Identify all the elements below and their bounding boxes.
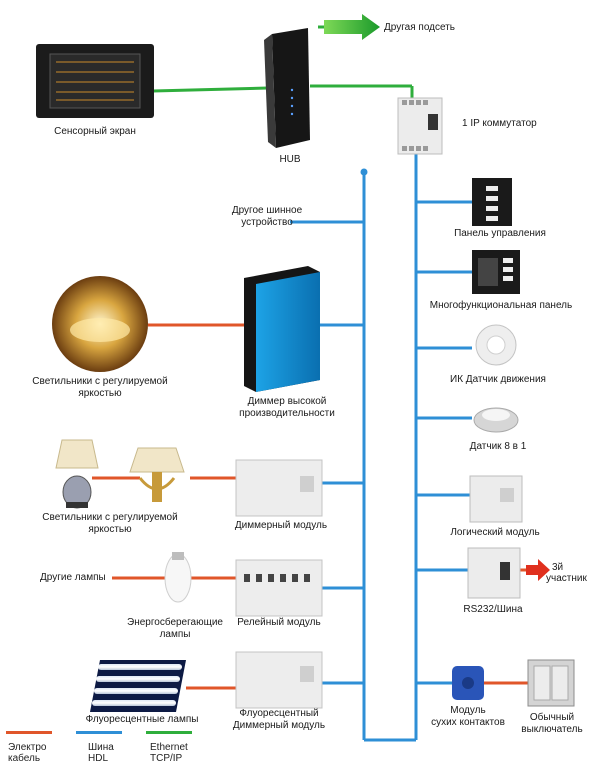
wall-sconce-lamp [129, 447, 185, 502]
legend-hdl-line1: Шина [88, 742, 114, 753]
table-lamp [55, 439, 99, 509]
rs232-device [467, 547, 521, 599]
legend-hdl-line2: HDL [88, 753, 109, 764]
multi-panel-device [472, 250, 520, 294]
label-dimmable-lamps-a-2: яркостью [78, 388, 122, 399]
label-fluor-dimmer-2: Диммерный модуль [232, 720, 326, 731]
bus-junction [360, 168, 368, 176]
label-logic-module: Логический модуль [450, 527, 540, 538]
label-ir-sensor: ИК Датчик движения [450, 374, 546, 385]
label-other-bus-device-1: Другое шинное [231, 205, 303, 216]
sensor-8in1-device [473, 407, 519, 433]
label-energy-lamps-2: лампы [159, 629, 191, 640]
label-hp-dimmer-2: производительности [239, 408, 335, 419]
legend-line-hdl [76, 731, 122, 734]
label-other-lamps: Другие лампы [40, 572, 106, 583]
label-multi-panel: Многофункциональная панель [429, 300, 573, 311]
label-ip-switch: 1 IP коммутатор [462, 118, 537, 129]
label-other-subnet: Другая подсеть [384, 22, 456, 33]
fluorescent-lamps [90, 660, 186, 712]
label-touch-screen: Сенсорный экран [54, 126, 136, 137]
label-dimmable-lamps-b-1: Светильники с регулируемой [42, 512, 178, 523]
label-dry-contact-2: сухих контактов [431, 717, 505, 728]
control-panel-device [472, 178, 512, 226]
arrow-third-party [526, 559, 550, 581]
label-hp-dimmer-1: Диммер высокой [247, 396, 327, 407]
label-dimmable-lamps-b-2: яркостью [88, 524, 132, 535]
legend-hdl: Шина HDL [88, 742, 114, 764]
ir-sensor-device [475, 324, 517, 366]
label-dimmable-lamps-a-1: Светильники с регулируемой [32, 376, 168, 387]
arrow-other-subnet [324, 14, 380, 40]
label-rs232: RS232/Шина [463, 604, 523, 615]
label-energy-lamps-1: Энергосберегающие [127, 617, 223, 628]
label-switch-1: Обычный [529, 712, 575, 723]
label-switch-2: выключатель [521, 724, 583, 735]
label-dry-contact-1: Модуль [450, 705, 486, 716]
ethernet-lines [152, 25, 414, 100]
legend-line-ethernet [146, 731, 192, 734]
label-sensor-8in1: Датчик 8 в 1 [469, 441, 527, 452]
dimmer-module-device [235, 459, 323, 517]
legend-electric-line2: кабель [8, 753, 41, 764]
fluor-dimmer-module-device [235, 651, 323, 709]
label-third-party-1: 3й [552, 562, 564, 573]
label-fluor-lamps: Флуоресцентные лампы [85, 714, 199, 725]
legend-ethernet-line1: Ethernet [150, 742, 188, 753]
legend-electric: Электро кабель [8, 742, 46, 764]
ip-switch-device [397, 97, 443, 155]
touch-screen-device [36, 44, 154, 118]
hdl-bus-lines [290, 152, 472, 742]
label-dimmer-module: Диммерный модуль [234, 520, 328, 531]
label-other-bus-device-2: устройство [241, 217, 293, 228]
wall-switch-device [527, 659, 575, 707]
legend-electric-line1: Электро [8, 742, 47, 753]
logic-module-device [469, 475, 523, 523]
label-control-panel: Панель управления [454, 228, 546, 239]
label-third-party-2: участник [546, 573, 587, 584]
dry-contact-device [452, 666, 484, 700]
energy-saving-lamp [164, 552, 192, 603]
relay-module-device [235, 559, 323, 617]
hp-dimmer-device [244, 266, 320, 392]
label-hub: HUB [279, 154, 301, 165]
legend-line-electric [6, 731, 52, 734]
legend-ethernet: Ethernet TCP/IP [150, 742, 188, 764]
legend-ethernet-line2: TCP/IP [150, 753, 183, 764]
hub-device [264, 28, 310, 148]
label-relay-module: Релейный модуль [237, 617, 321, 628]
chandelier-lamp [52, 276, 148, 372]
label-fluor-dimmer-1: Флуоресцентный [239, 708, 319, 719]
